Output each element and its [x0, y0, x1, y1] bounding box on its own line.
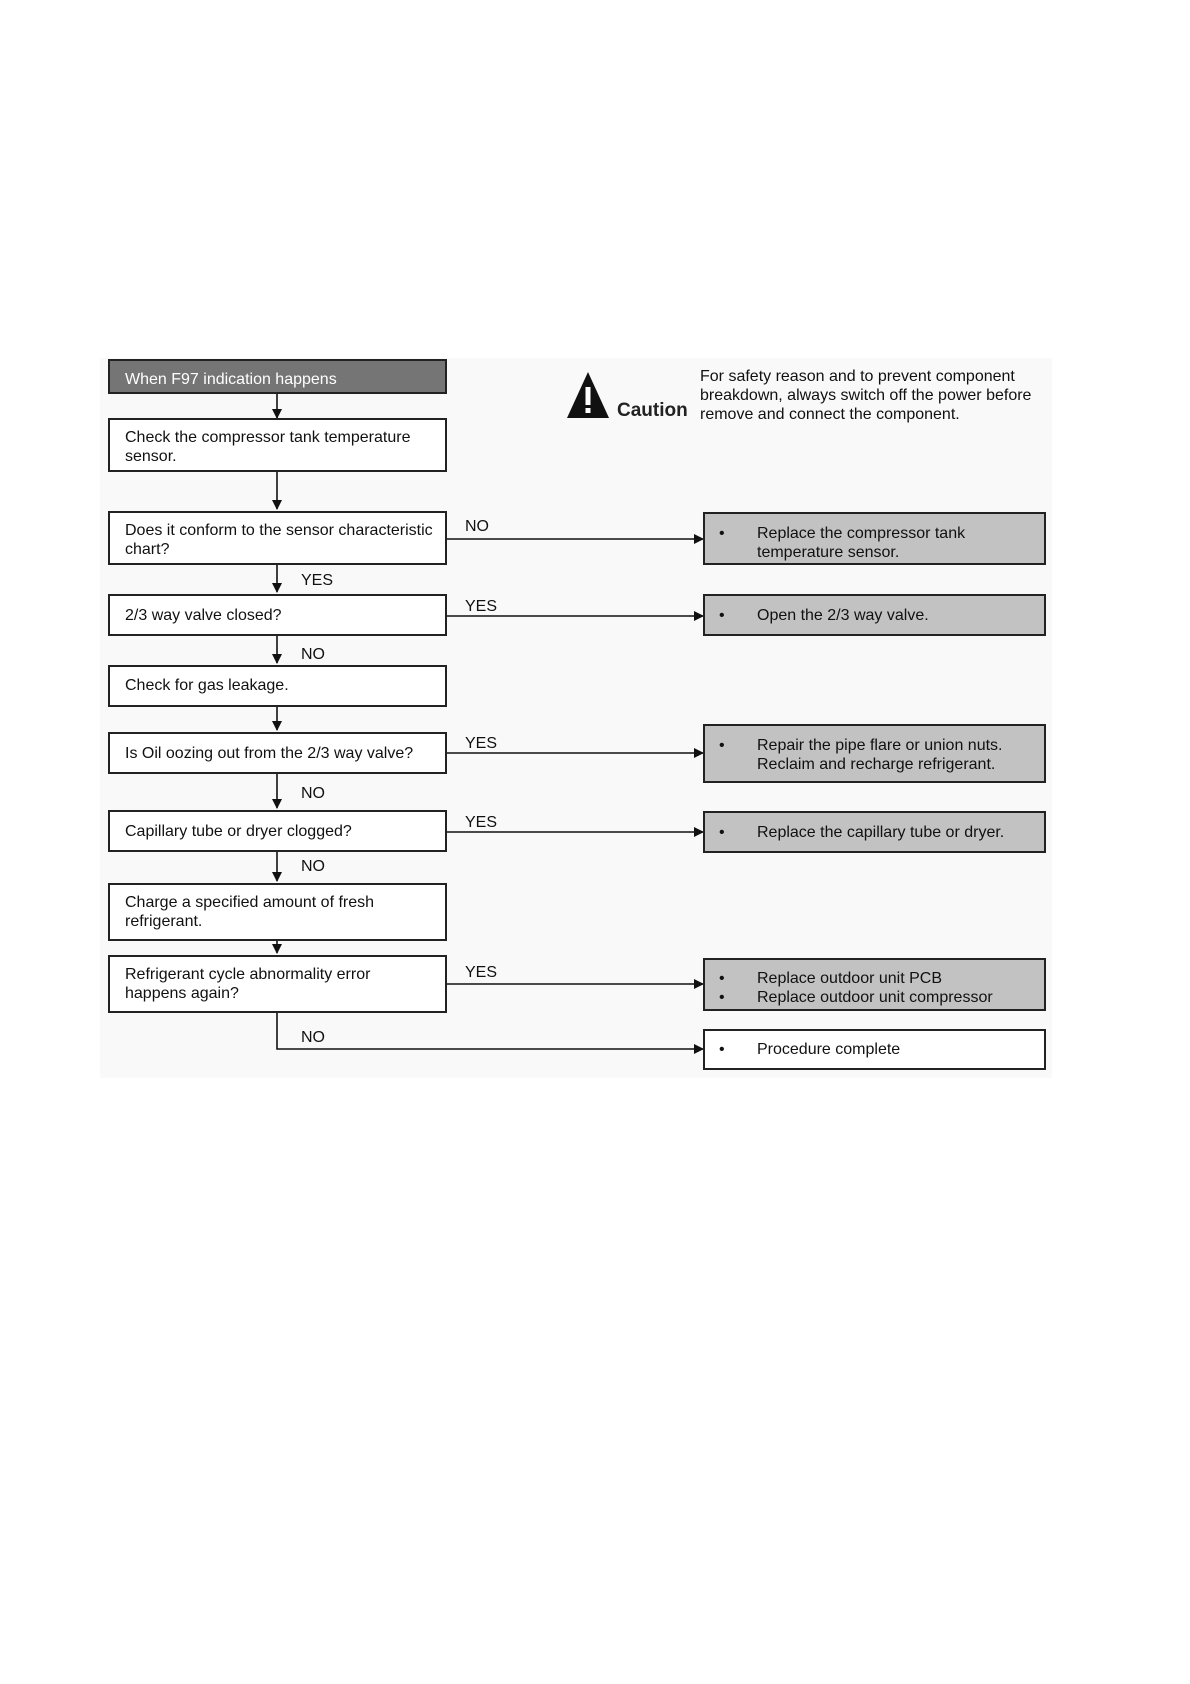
bullet-marker: • [719, 989, 725, 1006]
step-text: 2/3 way valve closed? [125, 607, 282, 624]
label-yes-error: YES [465, 964, 498, 981]
bullet-marker: • [719, 525, 725, 542]
warning-triangle-icon [567, 372, 609, 418]
step-text: Refrigerant cycle abnormality error happ… [125, 966, 371, 1002]
step-oil-oozing-decision: Is Oil oozing out from the 2/3 way valve… [108, 732, 447, 774]
action-replace-pcb-compressor: • Replace outdoor unit PCB • Replace out… [703, 958, 1046, 1011]
bullet-marker: • [719, 824, 725, 841]
label-yes-oil: YES [465, 735, 498, 752]
start-label: When F97 indication happens [125, 371, 337, 388]
step-check-sensor: Check the compressor tank temperature se… [108, 418, 447, 472]
action-text: Replace the compressor tank temperature … [757, 525, 966, 561]
step-sensor-chart-decision: Does it conform to the sensor characteri… [108, 511, 447, 565]
bullet-marker: • [719, 607, 725, 624]
step-text: Check the compressor tank temperature se… [125, 429, 411, 465]
step-text: Charge a specified amount of fresh refri… [125, 894, 375, 930]
action-text: Replace outdoor unit compressor [757, 989, 993, 1006]
label-yes-sensor: YES [301, 572, 334, 589]
label-yes-valve: YES [465, 598, 498, 615]
action-text: Open the 2/3 way valve. [757, 607, 929, 624]
step-text: Is Oil oozing out from the 2/3 way valve… [125, 745, 414, 762]
step-text: Check for gas leakage. [125, 677, 289, 694]
label-yes-capillary: YES [465, 814, 498, 831]
start-box: When F97 indication happens [108, 359, 447, 394]
caution-text: For safety reason and to prevent compone… [700, 368, 1032, 423]
step-error-again-decision: Refrigerant cycle abnormality error happ… [108, 955, 447, 1013]
caution-label: Caution [617, 400, 688, 421]
action-text: Procedure complete [757, 1041, 901, 1058]
action-text: Repair the pipe flare or union nuts. Rec… [757, 737, 1003, 773]
bullet-marker: • [719, 970, 725, 987]
arrow-step8-to-action6 [276, 1013, 704, 1054]
step-text: Capillary tube or dryer clogged? [125, 823, 352, 840]
label-no-sensor: NO [465, 518, 489, 535]
step-capillary-decision: Capillary tube or dryer clogged? [108, 810, 447, 852]
step-text: Does it conform to the sensor characteri… [125, 522, 433, 558]
step-charge-refrigerant: Charge a specified amount of fresh refri… [108, 883, 447, 941]
bullet-marker: • [719, 1041, 725, 1058]
label-no-oil: NO [301, 785, 325, 802]
bullet-marker: • [719, 737, 725, 754]
action-replace-sensor: • Replace the compressor tank temperatur… [703, 512, 1046, 565]
action-procedure-complete: • Procedure complete [703, 1029, 1046, 1070]
action-replace-capillary: • Replace the capillary tube or dryer. [703, 811, 1046, 853]
action-repair-pipe: • Repair the pipe flare or union nuts. R… [703, 724, 1046, 783]
action-text: Replace outdoor unit PCB [757, 970, 942, 987]
label-no-valve: NO [301, 646, 325, 663]
action-text: Replace the capillary tube or dryer. [757, 824, 1005, 841]
label-no-error: NO [301, 1029, 325, 1046]
step-gas-leakage: Check for gas leakage. [108, 665, 447, 707]
action-open-valve: • Open the 2/3 way valve. [703, 594, 1046, 636]
step-valve-closed-decision: 2/3 way valve closed? [108, 594, 447, 636]
label-no-capillary: NO [301, 858, 325, 875]
